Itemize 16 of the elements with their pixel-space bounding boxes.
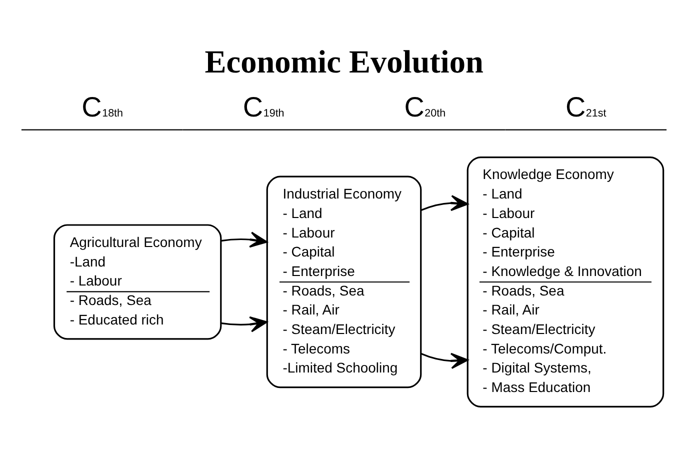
arrow xyxy=(220,231,268,248)
label: 18th xyxy=(102,107,124,120)
label: C xyxy=(404,91,424,122)
diagram-title: Economic Evolution xyxy=(204,42,484,79)
label: 20th xyxy=(424,107,446,120)
label: 19th xyxy=(263,107,284,120)
node-box: Industrial Economy - Land - Labour - Capital - Enterprise - Roads, Sea - Rail, Air - Steam/Electricity - Telecoms -Limited Schooling xyxy=(266,175,422,388)
arrow xyxy=(420,352,468,368)
node-box: Agricultural Economy -Land - Labour - Roads, Sea - Educated rich xyxy=(53,224,222,340)
label: 21st xyxy=(586,107,606,120)
label: C xyxy=(82,91,102,122)
arrow xyxy=(420,194,468,211)
node-box: Knowledge Economy - Land - Labour - Capital - Enterprise - Knowledge & Innovation - Roads, Sea - Rail, Air - Steam/Electricity - Telecoms/Comput. - Digital Systems, - Mass Education xyxy=(466,156,664,407)
label: C xyxy=(565,91,586,122)
arrow xyxy=(220,316,268,332)
label: C xyxy=(242,91,264,122)
